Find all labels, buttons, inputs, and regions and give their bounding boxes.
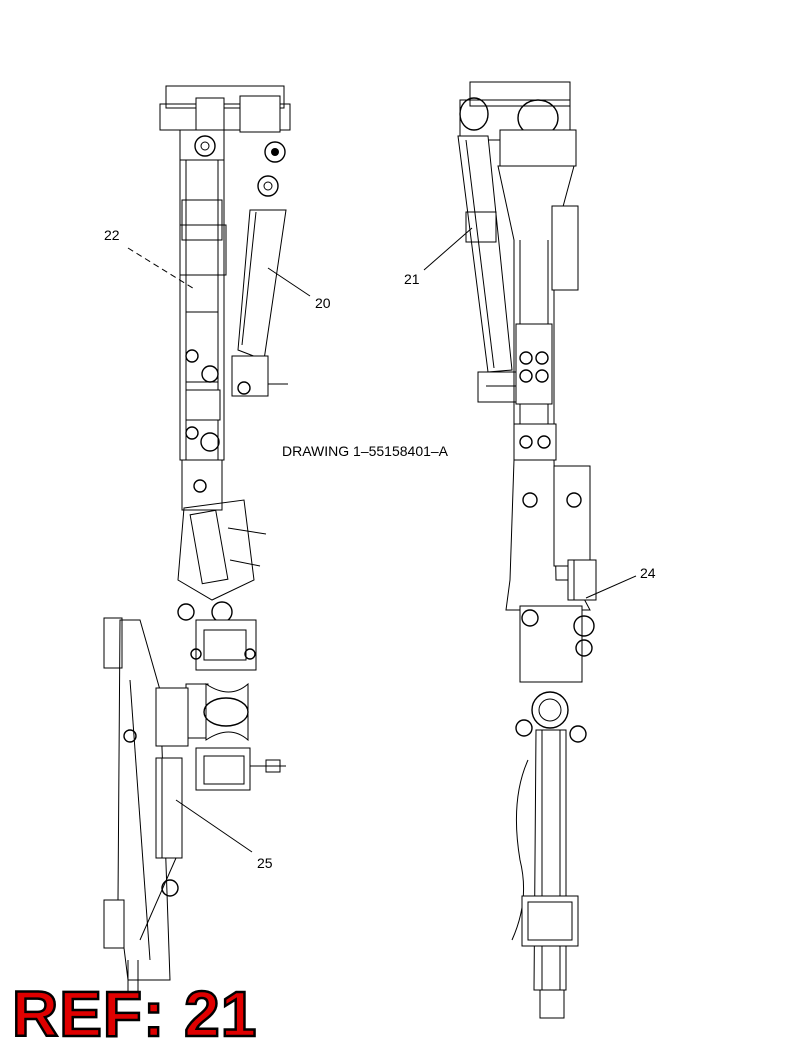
left-boom-assembly <box>103 85 291 1000</box>
callout-21: 21 <box>404 271 420 287</box>
callout-20: 20 <box>315 295 331 311</box>
callout-25: 25 <box>257 855 273 871</box>
callout-24: 24 <box>640 565 656 581</box>
leader-lines <box>127 227 637 853</box>
ref-label: REF: 21 <box>11 978 258 1050</box>
drawing-title: DRAWING 1–55158401–A <box>282 443 449 459</box>
cylinder-part-20 <box>231 175 288 397</box>
callout-22: 22 <box>104 227 120 243</box>
cylinder-part-24 <box>567 559 597 601</box>
cylinder-part-25 <box>139 757 183 941</box>
right-boom-assembly <box>457 81 597 1019</box>
